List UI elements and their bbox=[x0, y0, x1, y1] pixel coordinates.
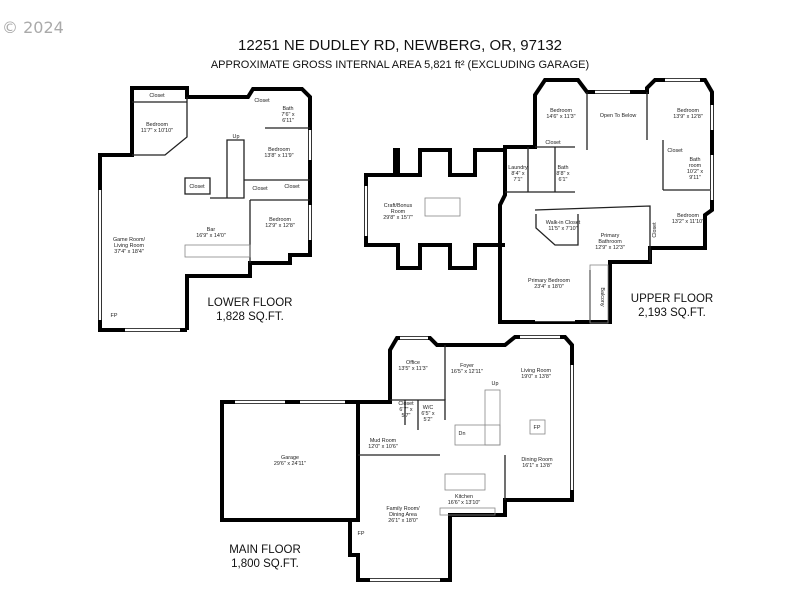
room-label: Dining Area bbox=[389, 512, 417, 518]
stairs-down-label: Dn bbox=[459, 431, 466, 437]
room-dims: 16'6" x 13'10" bbox=[448, 500, 481, 506]
room-dims: 12'0" x 10'6" bbox=[368, 444, 398, 450]
room-label: Mud Room bbox=[370, 438, 397, 444]
room-label: Closet bbox=[189, 184, 205, 190]
floor-sqft: 1,828 SQ.FT. bbox=[216, 311, 284, 323]
room-label: Primary bbox=[601, 233, 620, 239]
room-dims: 9'11" bbox=[689, 175, 701, 181]
room-dims: 5'7" bbox=[402, 413, 411, 419]
room-label: Living Room bbox=[114, 243, 144, 249]
property-address: 12251 NE DUDLEY RD, NEWBERG, OR, 97132 bbox=[237, 37, 563, 54]
lower-interior-walls bbox=[132, 97, 188, 156]
room-label: Bedroom bbox=[269, 217, 291, 223]
room-label: Closet bbox=[545, 140, 561, 146]
room-dims: 16'9" x 14'0" bbox=[196, 233, 226, 239]
room-label: Bedroom bbox=[146, 122, 168, 128]
garage-walls bbox=[220, 400, 360, 522]
room-dims: 16'5" x 12'11" bbox=[451, 369, 483, 375]
room-label: room bbox=[689, 163, 702, 169]
floor-title: MAIN FLOOR bbox=[229, 544, 301, 556]
room-dims: 13'5" x 11'3" bbox=[398, 366, 427, 372]
upper-exterior-wall bbox=[498, 78, 714, 324]
lower-exterior-wall bbox=[98, 86, 312, 332]
room-dims: 6'1" bbox=[559, 177, 568, 183]
lower-floor-plan: Closet Bedroom 11'7" x 10'10" Closet Bat… bbox=[98, 86, 312, 332]
room-dims: 13'2" x 11'10" bbox=[672, 219, 704, 225]
floor-title: UPPER FLOOR bbox=[631, 293, 713, 305]
room-label: Room bbox=[391, 209, 406, 215]
room-label: Walk-in Closet bbox=[546, 220, 581, 226]
room-label: Family Room/ bbox=[386, 506, 420, 512]
room-label: Game Room/ bbox=[113, 237, 146, 243]
room-label: W/C bbox=[423, 405, 434, 411]
room-dims: 23'4" x 18'0" bbox=[534, 284, 564, 290]
floor-sqft: 2,193 SQ.FT. bbox=[638, 307, 706, 319]
room-dims: 8'4" x bbox=[511, 171, 524, 177]
room-dims: 37'4" x 18'4" bbox=[114, 249, 144, 255]
room-dims: 7'6" x bbox=[281, 112, 294, 118]
room-label: Closet bbox=[284, 184, 300, 190]
gross-area-note: APPROXIMATE GROSS INTERNAL AREA 5,821 ft… bbox=[210, 59, 590, 71]
room-label: Garage bbox=[281, 455, 299, 461]
room-label: Closet bbox=[398, 401, 414, 407]
room-dims: 8'8" x bbox=[556, 171, 569, 177]
room-label: Bath bbox=[282, 106, 293, 112]
room-dims: 16'1" x 13'8" bbox=[522, 463, 552, 469]
room-label: Bedroom bbox=[677, 108, 699, 114]
room-dims: 11'5" x 7'10" bbox=[548, 226, 577, 232]
fireplace-label: FP bbox=[358, 531, 365, 537]
room-dims: 12'9" x 12'3" bbox=[595, 245, 625, 251]
room-label: Bedroom bbox=[550, 108, 572, 114]
room-dims: 14'6" x 11'3" bbox=[546, 114, 575, 120]
room-label: Bath bbox=[689, 157, 700, 163]
floor-title: LOWER FLOOR bbox=[208, 297, 293, 309]
craft-room-walls bbox=[364, 148, 505, 270]
room-label: Foyer bbox=[460, 363, 474, 369]
room-label: Bedroom bbox=[677, 213, 699, 219]
room-dims: 26'1" x 18'0" bbox=[388, 518, 418, 524]
room-dims: 6'7" x bbox=[399, 407, 412, 413]
room-label: Bath bbox=[557, 165, 568, 171]
room-label: Closet bbox=[254, 98, 270, 104]
room-dims: 13'9" x 12'8" bbox=[673, 114, 703, 120]
fireplace-label: FP bbox=[534, 425, 541, 431]
room-dims: 6'5" x bbox=[421, 411, 434, 417]
room-label: Closet bbox=[252, 186, 268, 192]
stairs-up-label: Up bbox=[492, 381, 499, 387]
room-dims: 6'11" bbox=[282, 118, 294, 124]
room-label: Living Room bbox=[521, 368, 551, 374]
room-label: Office bbox=[406, 360, 420, 366]
room-dims: 10'2" x bbox=[687, 169, 703, 175]
room-label: Dining Room bbox=[521, 457, 553, 463]
room-label: Bedroom bbox=[268, 147, 290, 153]
room-label: Bathroom bbox=[598, 239, 622, 245]
floor-sqft: 1,800 SQ.FT. bbox=[231, 558, 299, 570]
room-label: Craft/Bonus bbox=[384, 203, 413, 209]
room-dims: 12'9" x 12'8" bbox=[265, 223, 295, 229]
room-label: Kitchen bbox=[455, 494, 473, 500]
balcony-label: Balcony bbox=[599, 287, 605, 306]
room-label: Open To Below bbox=[600, 113, 637, 119]
room-dims: 7'1" bbox=[514, 177, 523, 183]
fireplace-label: FP bbox=[111, 313, 118, 319]
room-dims: 19'0" x 13'8" bbox=[521, 374, 551, 380]
room-dims: 13'8" x 11'9" bbox=[264, 153, 293, 159]
room-label: Closet bbox=[667, 148, 683, 154]
room-dims: 29'8" x 15'7" bbox=[383, 215, 413, 221]
room-dims: 11'7" x 10'10" bbox=[141, 128, 173, 134]
room-dims: 29'6" x 24'11" bbox=[274, 461, 306, 467]
room-label: Closet bbox=[149, 93, 165, 99]
room-label: Primary Bedroom bbox=[528, 278, 570, 284]
room-label: Laundry bbox=[508, 165, 528, 171]
stairs-up-label: Up bbox=[233, 134, 240, 140]
room-dims: 5'2" bbox=[424, 417, 433, 423]
room-label: Bar bbox=[207, 227, 216, 233]
copyright-watermark: © 2024 bbox=[2, 18, 64, 37]
upper-floor-plan: Craft/Bonus Room 29'8" x 15'7" Laundry 8… bbox=[364, 78, 714, 324]
main-floor-plan: Garage 29'6" x 24'11" Office 13'5" x 11'… bbox=[220, 335, 574, 582]
room-label: Closet bbox=[652, 222, 658, 238]
